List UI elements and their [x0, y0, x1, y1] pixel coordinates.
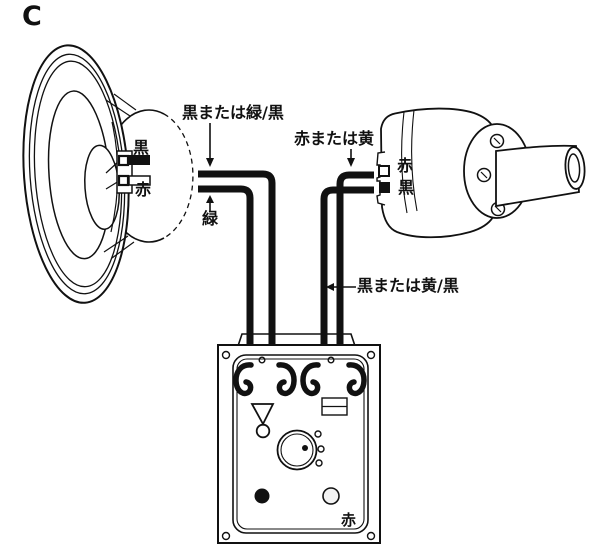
- box-terminal-hook-2: [276, 362, 297, 397]
- box-triangle-circle: [255, 423, 271, 439]
- woofer-terminal-top-label: 黒: [133, 138, 150, 157]
- tweeter-seam-1: [401, 111, 408, 214]
- crossover-box-outline: [217, 344, 381, 544]
- callout-arrows: [206, 123, 356, 291]
- box-terminal-hook-4: [346, 362, 367, 397]
- figure-label: C: [22, 1, 42, 32]
- box-screw-hole-2: [327, 356, 335, 364]
- crossover-box-drawing: [217, 344, 381, 544]
- woofer-terminal-top-tab: [129, 155, 150, 165]
- wire-tweeter-black: [320, 186, 374, 346]
- wire-woofer-green: [198, 185, 254, 346]
- woofer-drawing: [22, 44, 194, 304]
- box-terminal-hook-3: [300, 362, 321, 397]
- box-spring-terminals: [233, 362, 367, 397]
- box-red-terminal: [322, 487, 340, 505]
- box-knob-pointer: [302, 445, 308, 451]
- woofer-struts: [103, 93, 137, 259]
- tweeter-top-wire-label: 赤または黄: [294, 129, 375, 148]
- box-panel-outer: [232, 354, 369, 534]
- tweeter-seam-2: [411, 109, 418, 212]
- box-knob-positions: [314, 430, 325, 467]
- woofer-terminal-bottom: [117, 174, 130, 187]
- tweeter-terminal-top: [378, 165, 390, 177]
- tweeter-horn-tube: [495, 144, 580, 208]
- box-knob: [276, 429, 318, 471]
- box-terminal-hook-1: [233, 362, 254, 397]
- box-triangle-marker: [250, 403, 275, 426]
- woofer-terminal-bottom-tab: [128, 175, 151, 186]
- tweeter-terminal-top-label: 赤: [397, 156, 414, 175]
- wire-woofer-black: [198, 170, 276, 346]
- woofer-bottom-wire-label: 緑: [202, 209, 219, 228]
- tweeter-drawing: [376, 107, 586, 239]
- box-corner-screws: [221, 350, 376, 541]
- woofer-top-wire-label: 黒または緑/黒: [182, 103, 284, 122]
- woofer-cone: [22, 44, 130, 304]
- tweeter-terminal-bottom: [379, 182, 390, 193]
- wires: [198, 170, 374, 346]
- box-black-terminal: [254, 488, 270, 504]
- woofer-terminal-bottom-label: 赤: [135, 180, 152, 199]
- tweeter-terminal-bracket: [376, 151, 386, 206]
- box-screw-hole-1: [258, 356, 266, 364]
- wire-tweeter-red: [336, 171, 374, 346]
- tweeter-terminal-bottom-label: 黒: [398, 178, 415, 197]
- box-panel-inner: [236, 358, 365, 530]
- tweeter-horn-opening: [567, 153, 581, 183]
- woofer-terminal-top: [117, 154, 130, 167]
- box-red-terminal-label: 赤: [341, 511, 357, 529]
- tweeter-bottom-wire-label: 黒または黄/黒: [357, 276, 459, 295]
